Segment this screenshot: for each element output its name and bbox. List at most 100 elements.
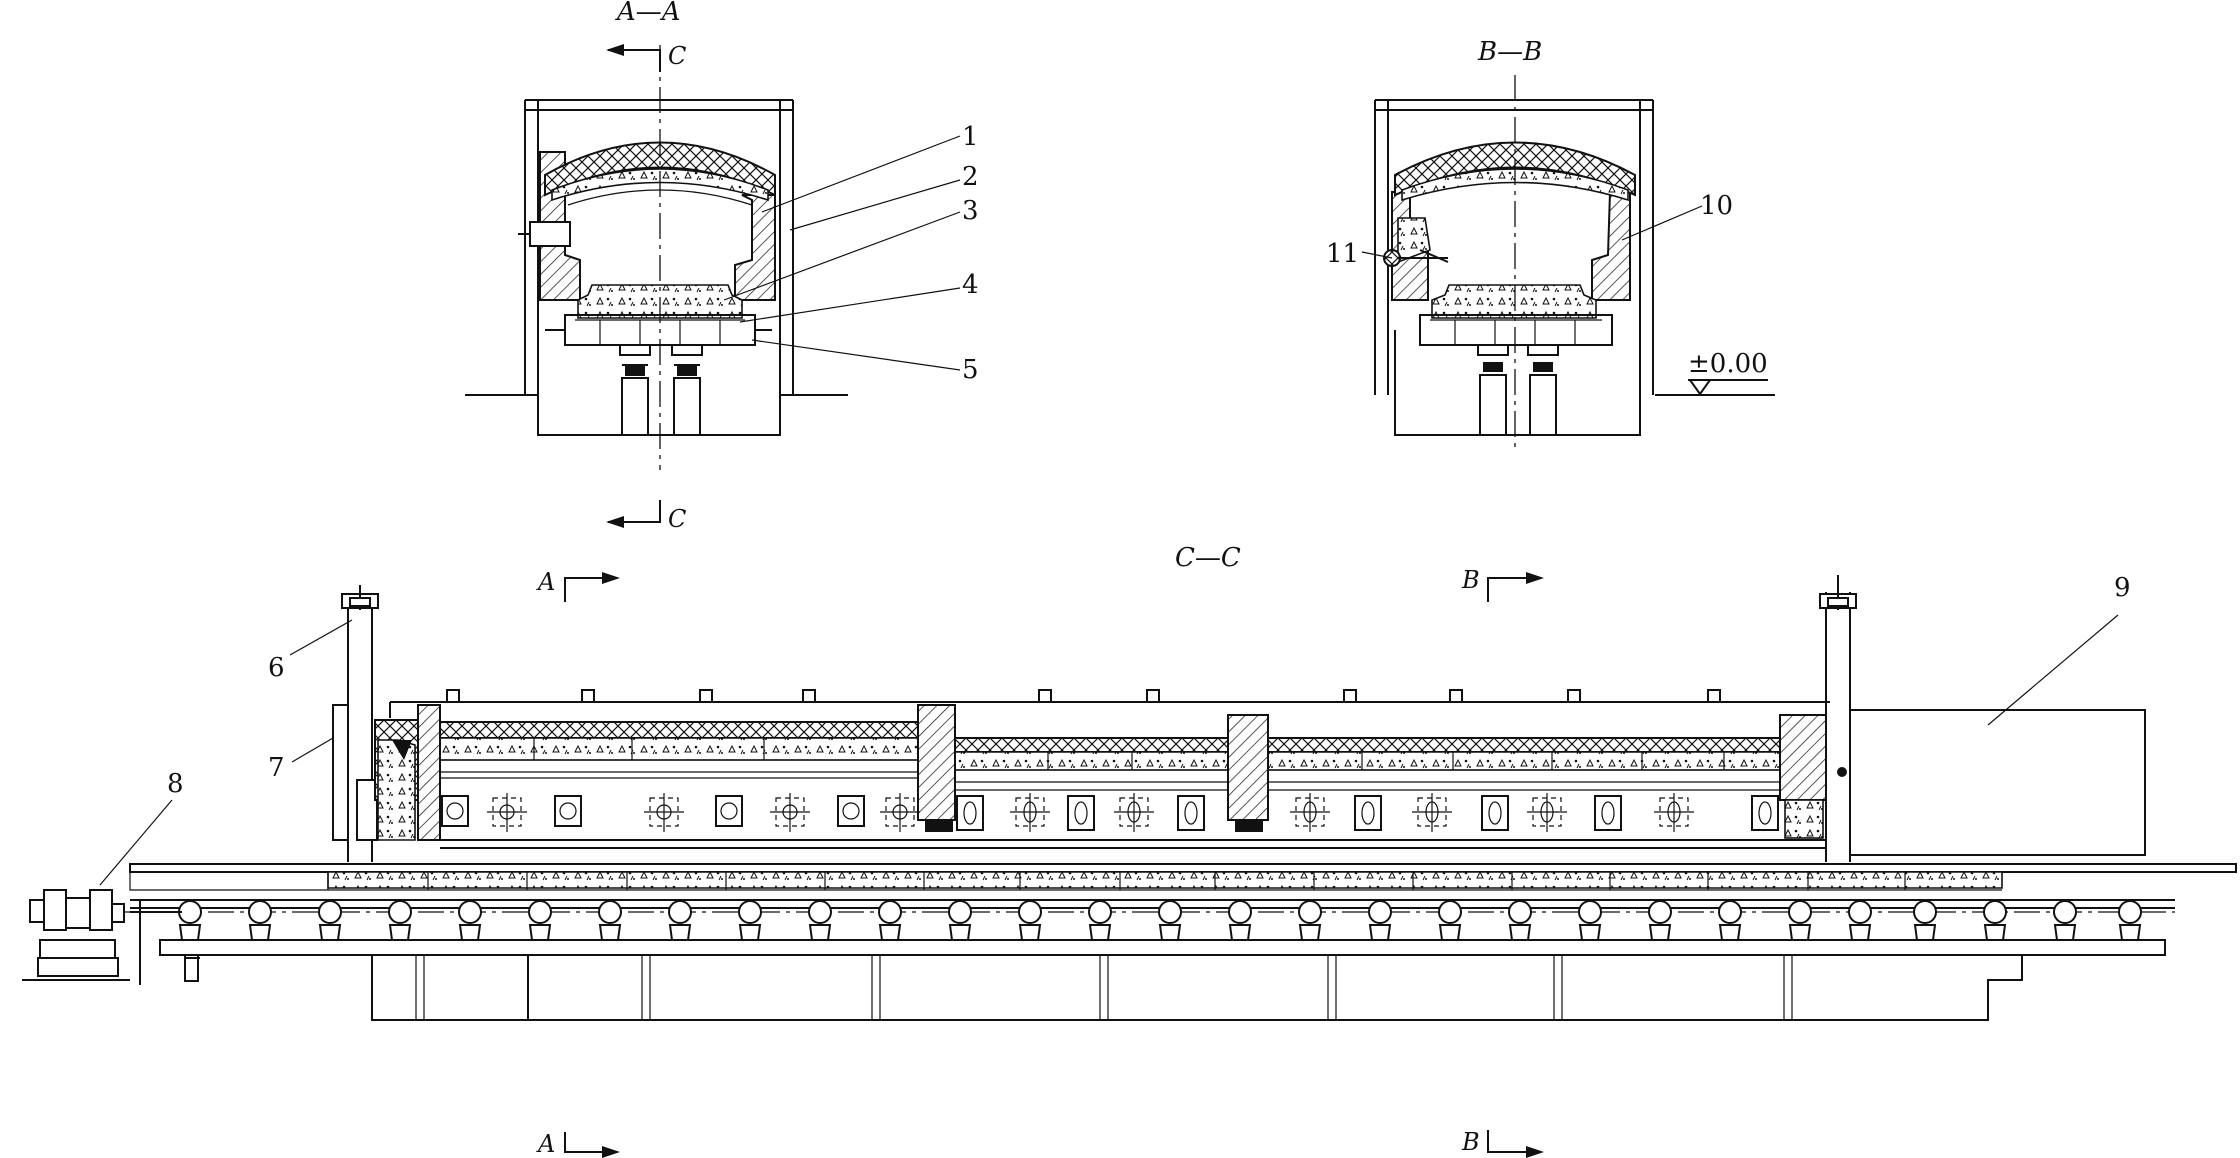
foundation-beam bbox=[159, 939, 2166, 956]
support-roller bbox=[1913, 900, 1937, 941]
callout-5: 5 bbox=[962, 355, 979, 385]
roof-brick-zone-2 bbox=[954, 737, 1231, 753]
support-roller bbox=[808, 900, 832, 941]
furnace-roof bbox=[389, 701, 1830, 718]
burner-port-dashed bbox=[487, 793, 527, 832]
cut-letter-c-top: C bbox=[668, 42, 686, 70]
support-roller bbox=[248, 900, 272, 941]
bb-side-wall-right bbox=[1591, 191, 1631, 301]
section-b-b-view: B—B ±0.00 bbox=[1361, 37, 1775, 450]
support-roller bbox=[178, 900, 202, 941]
burner-nozzle bbox=[1235, 820, 1263, 832]
roof-studs bbox=[446, 689, 1721, 703]
roof-insulation-zone-1 bbox=[439, 737, 919, 761]
support-roller bbox=[1438, 900, 1462, 941]
support-roller bbox=[1718, 900, 1742, 941]
cut-letter-a-top: A bbox=[536, 568, 555, 596]
burner-port-dashed bbox=[880, 793, 920, 832]
burner-port-dashed bbox=[1010, 793, 1050, 832]
burner-port bbox=[715, 795, 743, 827]
burner-port bbox=[1751, 795, 1779, 831]
cut-marker-b-top: B bbox=[1461, 566, 1544, 602]
support-roller bbox=[318, 900, 342, 941]
section-a-a-label: A—A bbox=[615, 0, 681, 27]
burner-port bbox=[956, 795, 984, 831]
hearth-car-refractory bbox=[327, 871, 2003, 889]
burner-port bbox=[441, 795, 469, 827]
support-roller bbox=[1228, 900, 1252, 941]
foundation-pit bbox=[371, 955, 2023, 1021]
burner-port bbox=[554, 795, 582, 827]
cut-marker-c-bottom: C bbox=[606, 500, 686, 533]
support-roller bbox=[1648, 900, 1672, 941]
roof-insulation-zone-2 bbox=[954, 751, 1231, 771]
burner-port-dashed bbox=[644, 793, 684, 832]
elevation-marker: ±0.00 bbox=[1688, 349, 1768, 396]
roof-insulation-zone-3 bbox=[1267, 751, 1781, 771]
burner-row bbox=[441, 767, 1847, 839]
cut-marker-a-top: A bbox=[536, 568, 620, 602]
burner-port-dashed bbox=[1654, 793, 1694, 832]
cut-marker-c-top: C bbox=[606, 42, 686, 72]
roof-arch bbox=[544, 141, 776, 197]
callout-4: 4 bbox=[962, 270, 979, 300]
support-roller bbox=[2053, 900, 2077, 941]
hearth-car-frame bbox=[564, 314, 756, 346]
burner-port-dashed bbox=[1412, 793, 1452, 832]
callout-7: 7 bbox=[268, 753, 285, 783]
callout-11: 11 bbox=[1326, 239, 1359, 269]
callout-2: 2 bbox=[962, 162, 979, 192]
support-roller bbox=[1158, 900, 1182, 941]
burner-port-dashed bbox=[1527, 793, 1567, 832]
bb-roof-arch-lining bbox=[1401, 168, 1629, 202]
support-roller bbox=[1788, 900, 1812, 941]
bb-hearth-car-top bbox=[1431, 284, 1597, 319]
cut-letter-c-bottom: C bbox=[668, 505, 686, 533]
bb-hearth-car-frame bbox=[1419, 314, 1613, 346]
callout-10: 10 bbox=[1700, 191, 1733, 221]
support-roller bbox=[1018, 900, 1042, 941]
burner-port bbox=[1067, 795, 1095, 831]
support-roller bbox=[1298, 900, 1322, 941]
burner-port bbox=[1481, 795, 1509, 831]
callout-6: 6 bbox=[268, 653, 285, 683]
support-roller bbox=[388, 900, 412, 941]
cut-letter-a-bottom: A bbox=[536, 1130, 555, 1158]
support-roller bbox=[1983, 900, 2007, 941]
callout-3: 3 bbox=[962, 196, 979, 226]
roof-arch-lining bbox=[551, 168, 769, 202]
support-roller bbox=[948, 900, 972, 941]
callout-numbers: 1 2 3 4 5 6 7 8 9 10 11 bbox=[167, 122, 2131, 799]
end-insulation-right bbox=[1784, 799, 1824, 839]
car-wheel-left bbox=[619, 344, 651, 356]
callout-9: 9 bbox=[2114, 573, 2131, 603]
support-roller bbox=[878, 900, 902, 941]
support-roller bbox=[1368, 900, 1392, 941]
burner-port bbox=[1354, 795, 1382, 831]
section-a-a-view: A—A C bbox=[465, 0, 961, 533]
car-wheel-right bbox=[671, 344, 703, 356]
burner-left bbox=[529, 221, 571, 247]
bb-car-wheel-left bbox=[1477, 344, 1509, 356]
support-roller bbox=[1508, 900, 1532, 941]
support-roller bbox=[738, 900, 762, 941]
roller-row bbox=[40, 900, 2175, 941]
burner-port bbox=[1594, 795, 1622, 831]
support-roller bbox=[458, 900, 482, 941]
door-frame-left bbox=[341, 585, 379, 862]
furnace-door-7 bbox=[332, 704, 349, 841]
callout-1: 1 bbox=[962, 122, 979, 152]
callout-8: 8 bbox=[167, 769, 184, 799]
cut-letter-b-top: B bbox=[1461, 566, 1480, 594]
roof-brick-zone-1 bbox=[439, 721, 919, 739]
support-roller bbox=[668, 900, 692, 941]
support-roller bbox=[528, 900, 552, 941]
end-wall-right bbox=[1779, 714, 1827, 801]
bb-car-wheel-right bbox=[1527, 344, 1559, 356]
end-wall-left bbox=[417, 704, 441, 841]
side-wall-right bbox=[734, 194, 776, 301]
support-roller bbox=[1578, 900, 1602, 941]
burner-nozzle bbox=[925, 820, 953, 832]
cut-letter-b-bottom: B bbox=[1461, 1128, 1480, 1156]
